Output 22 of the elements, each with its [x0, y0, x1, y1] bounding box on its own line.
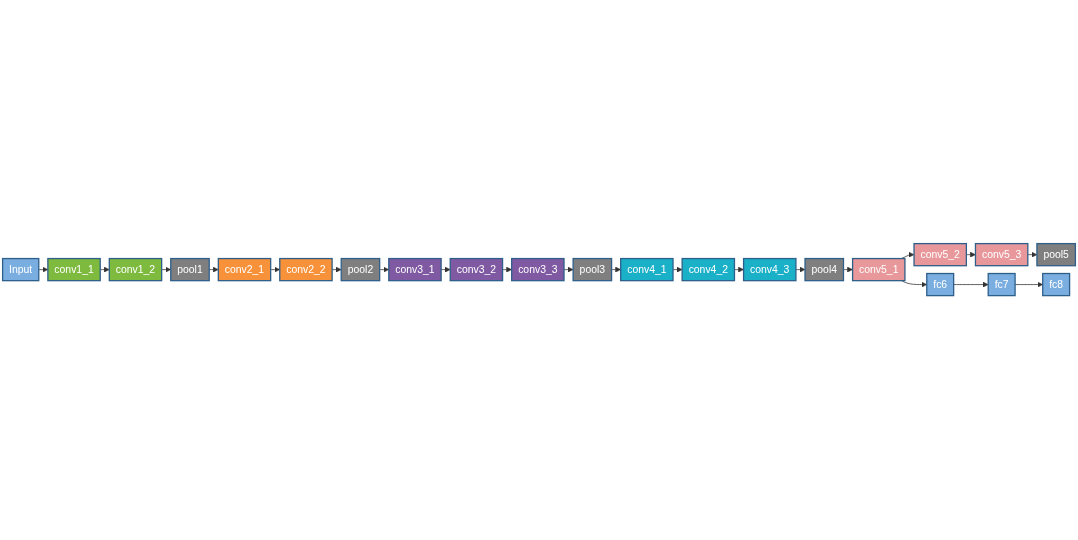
node-box: conv1_1: [47, 258, 101, 282]
node-box: conv4_2: [681, 258, 736, 282]
node-box: pool2: [340, 258, 381, 282]
node-box: conv2_2: [279, 258, 333, 282]
node-box: conv2_1: [217, 258, 272, 282]
node-box: Input: [1, 258, 40, 282]
node-box: fc6: [926, 273, 955, 297]
node-box: pool4: [804, 258, 845, 282]
node-box: conv3_2: [449, 258, 504, 282]
node-box: conv3_1: [388, 258, 442, 282]
node-box: conv5_2: [913, 243, 967, 267]
node-box: fc7: [987, 273, 1016, 297]
node-box: conv5_1: [851, 258, 906, 282]
node-box: pool5: [1036, 243, 1077, 267]
node-box: pool3: [572, 258, 613, 282]
node-box: fc8: [1042, 273, 1071, 297]
node-box: pool1: [170, 258, 210, 282]
node-box: conv5_3: [974, 243, 1029, 267]
node-box: conv4_1: [620, 258, 674, 282]
node-box: conv3_3: [511, 258, 565, 282]
node-box: conv4_3: [742, 258, 797, 282]
node-box: conv1_2: [108, 258, 163, 282]
